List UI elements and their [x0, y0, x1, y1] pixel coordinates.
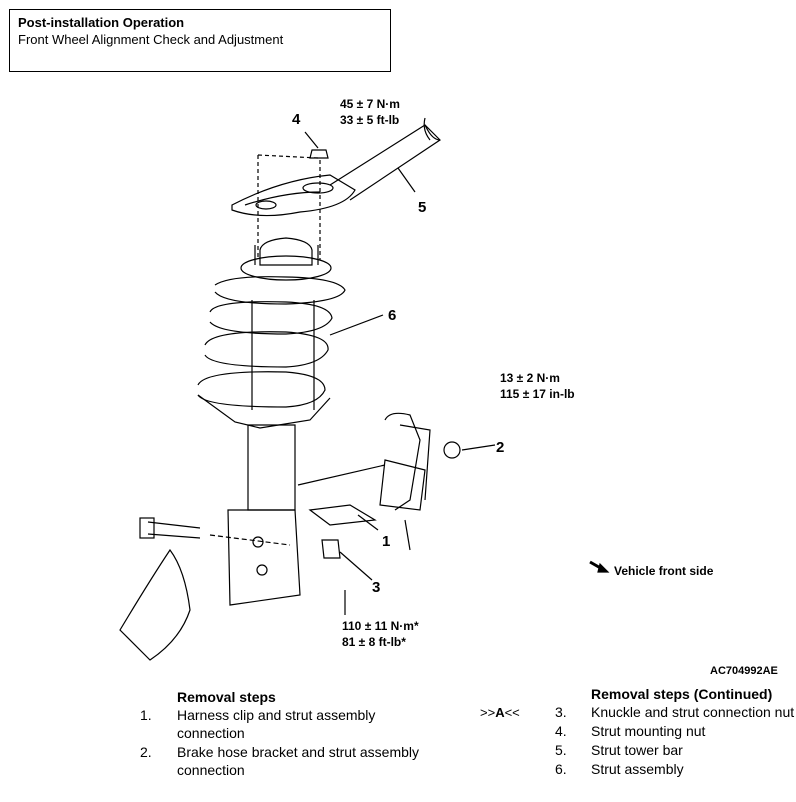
- step-number: 5.: [555, 742, 567, 758]
- tower-plate: [231, 174, 356, 217]
- step-text: Knuckle and strut connection nut: [591, 704, 795, 720]
- ref-letter: A: [495, 705, 505, 720]
- figure-code: AC704992AE: [710, 665, 778, 677]
- callout-2: 2: [496, 439, 504, 456]
- step-text: Strut mounting nut: [591, 723, 706, 739]
- header-box: Post-installation Operation Front Wheel …: [9, 9, 391, 72]
- strut-tower-bar: [329, 124, 441, 201]
- ref-suffix: <<: [504, 705, 520, 720]
- list-item: 4. Strut mounting nut: [555, 722, 795, 740]
- diagram-svg: 4 5 6 2 1 3 45 ± 7 N·m 33 ± 5 ft-lb 13 ±…: [119, 97, 778, 677]
- step-number: 1.: [140, 707, 152, 723]
- removal-steps-right: Removal steps (Continued) 3. Knuckle and…: [555, 685, 795, 779]
- header-title: Post-installation Operation: [18, 15, 185, 30]
- strut-body: [251, 300, 315, 410]
- step-text: Harness clip and strut assembly connecti…: [177, 707, 376, 741]
- header-subtitle: Front Wheel Alignment Check and Adjustme…: [18, 32, 284, 47]
- torque-3-nm: 110 ± 11 N·m*: [342, 619, 419, 633]
- torque-2-nm: 13 ± 2 N·m: [500, 371, 560, 385]
- step-number: 6.: [555, 761, 567, 777]
- callout-5: 5: [418, 199, 426, 216]
- vehicle-front-note: Vehicle front side: [614, 564, 714, 578]
- diagram-drawing: [119, 117, 610, 661]
- ref-prefix: >>: [480, 705, 496, 720]
- bracket-nut: [443, 441, 461, 459]
- upper-mount: [240, 255, 332, 281]
- step-number: 4.: [555, 723, 567, 739]
- callout-1: 1: [382, 533, 390, 550]
- callout-6: 6: [388, 307, 396, 324]
- list-item: 5. Strut tower bar: [555, 741, 795, 759]
- strut-assembly-diagram: 4 5 6 2 1 3 45 ± 7 N·m 33 ± 5 ft-lb 13 ±…: [0, 80, 796, 680]
- step-text: Brake hose bracket and strut assembly co…: [177, 744, 420, 778]
- callout-3: 3: [372, 579, 380, 596]
- step-text: Strut assembly: [591, 761, 684, 777]
- list-item: 2. Brake hose bracket and strut assembly…: [140, 743, 440, 779]
- knuckle-nut: [321, 539, 341, 559]
- removal-steps-continued-heading: Removal steps (Continued): [591, 686, 773, 702]
- brake-hose: [384, 412, 421, 511]
- torque-4-ftlb: 33 ± 5 ft-lb: [340, 113, 399, 127]
- list-item: 3. Knuckle and strut connection nut: [555, 703, 795, 721]
- step-text: Strut tower bar: [591, 742, 683, 758]
- callout-4: 4: [292, 111, 301, 128]
- torque-4-nm: 45 ± 7 N·m: [340, 97, 400, 111]
- knuckle-bracket: [227, 509, 301, 606]
- strut-mounting-nut: [309, 149, 329, 159]
- harness-clip: [308, 504, 377, 526]
- torque-2-inlb: 115 ± 17 in-lb: [500, 387, 575, 401]
- reference-mark: >>A<<: [480, 705, 520, 720]
- removal-steps-heading: Removal steps: [177, 689, 276, 705]
- list-item: 1. Harness clip and strut assembly conne…: [140, 706, 440, 742]
- coil-spring: [214, 276, 346, 305]
- list-item: 6. Strut assembly: [555, 760, 795, 778]
- knuckle: [119, 548, 191, 661]
- removal-steps-left: Removal steps 1. Harness clip and strut …: [140, 688, 440, 780]
- torque-3-ftlb: 81 ± 8 ft-lb*: [342, 635, 406, 649]
- knuckle-bolt: [147, 521, 201, 539]
- step-number: 3.: [555, 704, 567, 720]
- step-number: 2.: [140, 744, 152, 760]
